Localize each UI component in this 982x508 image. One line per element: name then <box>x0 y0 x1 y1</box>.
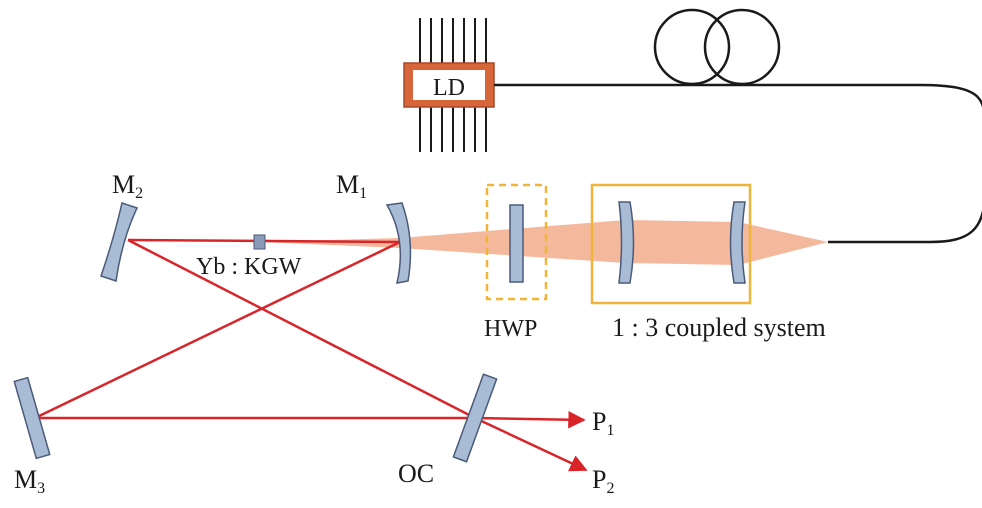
mirror-m1 <box>385 202 412 284</box>
beam-oc-m2 <box>127 238 476 420</box>
fiber <box>494 8 982 244</box>
label-p2: P2 <box>592 465 614 497</box>
coupler-lens-1 <box>618 201 635 284</box>
mirror-m2 <box>100 202 139 282</box>
coupler-box <box>590 183 752 305</box>
beam-m1-m3 <box>34 240 401 420</box>
fiber-coil-right <box>703 8 781 86</box>
output-beam-p2 <box>474 416 588 472</box>
output-beam-p1 <box>474 410 586 429</box>
crystal-ybkgw <box>253 234 266 250</box>
label-oc: OC <box>398 459 434 488</box>
pump-beam-collimated <box>625 220 738 265</box>
mirror-oc <box>452 373 498 463</box>
laser-beams <box>34 238 476 420</box>
mirror-m3 <box>13 376 51 460</box>
label-p1: P1 <box>592 407 614 439</box>
ld-label: LD <box>433 75 465 101</box>
hwp-plate <box>509 204 524 283</box>
label-crystal: Yb : KGW <box>196 254 302 280</box>
hwp-box <box>485 183 548 301</box>
fiber-coil-left <box>653 8 731 86</box>
coupler-lens-2 <box>729 201 746 284</box>
ld-label-box <box>413 70 485 100</box>
label-m3: M3 <box>14 465 45 497</box>
label-m2: M2 <box>112 170 143 202</box>
label-hwp: HWP <box>484 316 537 342</box>
label-m1: M1 <box>336 170 367 202</box>
pump-beam <box>738 222 828 265</box>
label-coupler: 1 : 3 coupled system <box>612 313 826 342</box>
